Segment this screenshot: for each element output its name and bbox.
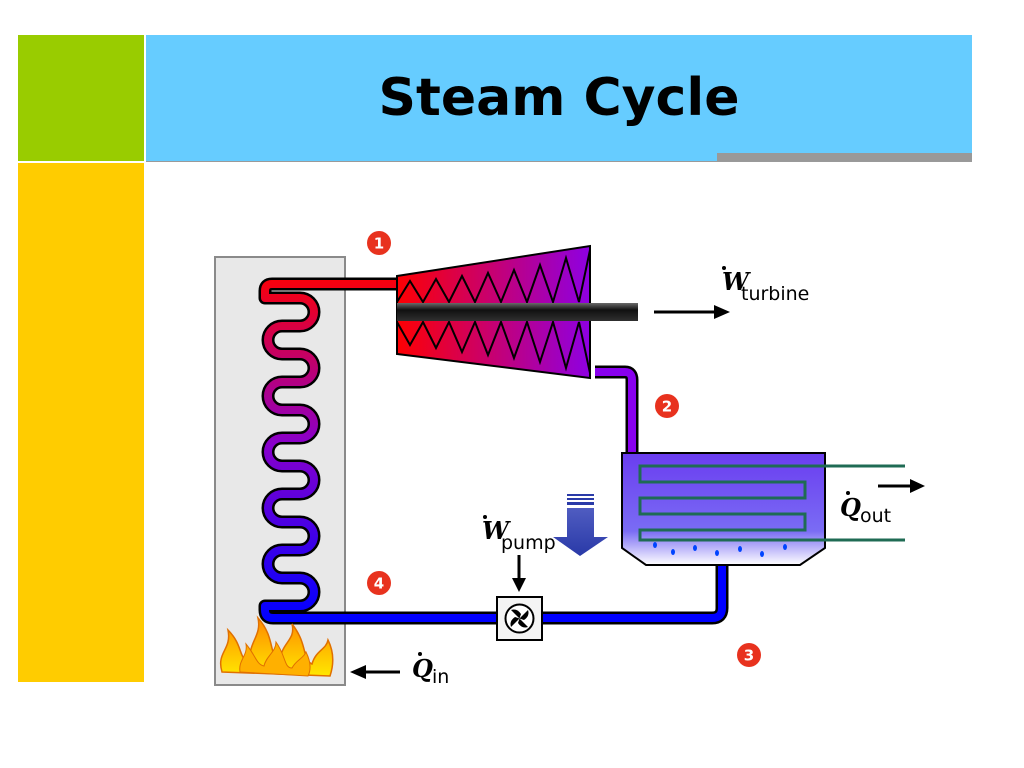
state-marker-4: 4 [367,571,391,595]
work-pump-arrow-icon [512,555,526,592]
condenser [621,452,905,566]
title-accent-bar [717,153,972,161]
state-marker-3: 3 [737,643,761,667]
svg-text:W: W [482,516,511,545]
pipe-turbine-to-condenser [595,368,636,455]
pipe-condenser-to-pump [540,565,726,622]
pump [496,596,543,641]
work-turbine-arrow-icon [654,305,730,319]
label-w-turbine: W turbine [722,266,809,305]
pipe-turbine-to-condenser-outline [595,365,639,455]
svg-text:2: 2 [662,398,672,416]
label-q-out: Q out [840,491,891,527]
condenser-coil [638,464,905,542]
boiler [214,256,505,686]
turbine [396,244,638,380]
svg-text:4: 4 [374,575,384,593]
svg-text:Q: Q [840,493,861,522]
flow-direction-arrow-icon [553,494,608,556]
turbine-shaft [397,303,638,321]
svg-text:1: 1 [374,235,384,253]
svg-text:turbine: turbine [741,283,809,305]
svg-text:W: W [722,267,751,296]
title-rule [146,161,972,162]
condensate-drops [653,542,787,557]
svg-text:3: 3 [744,647,754,665]
label-w-pump: W pump [482,515,556,554]
accent-block-green [18,35,144,161]
pump-impeller-icon [510,609,529,628]
svg-text:out: out [860,505,891,527]
svg-text:Q: Q [412,654,433,683]
svg-text:pump: pump [501,532,556,554]
boiler-coil [261,280,505,622]
flame-icon [219,615,334,677]
accent-bar-yellow [18,163,144,682]
heat-in-arrow-icon [350,665,400,679]
svg-text:in: in [432,666,449,688]
pipe-condenser-to-pump-outline [540,565,729,625]
state-marker-2: 2 [655,394,679,418]
title-band [146,35,972,161]
slide-title: Steam Cycle [378,68,740,128]
state-marker-1: 1 [367,231,391,255]
heat-out-arrow-icon [878,479,925,493]
label-q-in: Q in [412,652,449,688]
